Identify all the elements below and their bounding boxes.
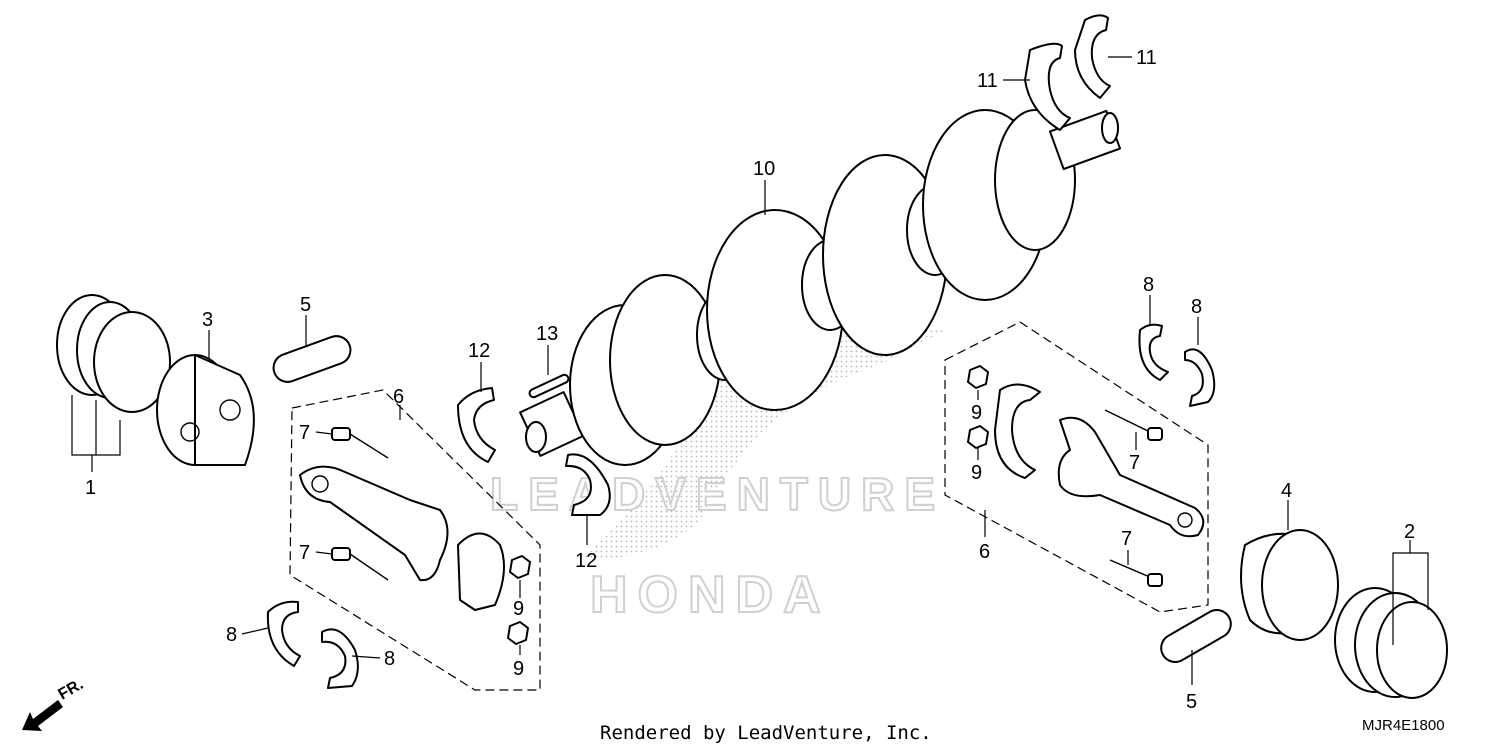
connecting-rod-6-left[interactable]: [299, 465, 505, 611]
callout-8-right-a: 8: [1143, 274, 1154, 296]
rod-bearing-8-right-b[interactable]: [1184, 348, 1216, 407]
piston-4[interactable]: [1240, 529, 1339, 641]
rod-bolt-7-left-lower[interactable]: [331, 547, 389, 581]
crank-bearing-12-upper[interactable]: [457, 387, 496, 463]
watermark-brand: HONDA: [590, 566, 831, 624]
callout-12-upper: 12: [468, 340, 490, 362]
main-bearing-11-left[interactable]: [1024, 42, 1071, 131]
callout-9-right-upper: 9: [971, 402, 982, 424]
callout-9-left-upper: 9: [513, 598, 524, 620]
callout-4: 4: [1281, 480, 1292, 502]
footer-credit: Rendered by LeadVenture, Inc.: [600, 722, 932, 744]
rod-bearing-8-left-a[interactable]: [266, 600, 301, 667]
connecting-rod-assembly-6-left-box: [289, 389, 541, 691]
connecting-rod-assembly-6-right-box: [944, 321, 1209, 613]
main-bearing-11-right[interactable]: [1074, 14, 1111, 99]
callout-13: 13: [536, 323, 558, 345]
rod-bolt-7-left-upper[interactable]: [331, 427, 389, 459]
callout-6-left: 6: [393, 386, 404, 408]
callout-8-right-b: 8: [1191, 296, 1202, 318]
rod-nut-9-right-upper[interactable]: [967, 365, 989, 389]
callout-10: 10: [753, 158, 775, 180]
piston-3[interactable]: [156, 354, 255, 466]
callout-7-right-lower: 7: [1121, 528, 1132, 550]
watermark-vendor: LEADVENTURE: [490, 468, 945, 520]
front-direction-label: FR.: [56, 676, 87, 704]
callout-9-left-lower: 9: [513, 658, 524, 680]
crankshaft-pin-13[interactable]: [528, 373, 570, 399]
rod-bearing-8-left-b[interactable]: [321, 628, 359, 689]
piston-ring-set-2[interactable]: [1334, 587, 1448, 699]
piston-ring-set-1[interactable]: [56, 294, 171, 413]
callout-9-right-lower: 9: [971, 462, 982, 484]
callout-11-right: 11: [1136, 47, 1157, 69]
crankshaft[interactable]: [519, 109, 1122, 466]
rod-nut-9-left-upper[interactable]: [509, 555, 531, 579]
callout-8-left-a: 8: [226, 624, 237, 646]
callout-11-left: 11: [977, 70, 998, 92]
rod-nut-9-left-lower[interactable]: [507, 621, 529, 645]
connecting-rod-6-right[interactable]: [1057, 416, 1205, 538]
callout-5-right: 5: [1186, 691, 1197, 713]
callout-8-left-b: 8: [384, 648, 395, 670]
callout-7-left-lower: 7: [299, 542, 310, 564]
callout-3: 3: [202, 309, 213, 331]
rod-bolt-7-right-upper[interactable]: [1104, 409, 1163, 441]
rod-bolt-7-right-lower[interactable]: [1109, 559, 1163, 587]
callout-6-right: 6: [979, 541, 990, 563]
callout-2: 2: [1404, 521, 1415, 543]
piston-pin-5-left[interactable]: [270, 332, 355, 386]
callout-1: 1: [85, 477, 96, 499]
crank-bearing-12-lower[interactable]: [565, 453, 611, 516]
piston-pin-5-right[interactable]: [1156, 605, 1236, 667]
callout-7-left-upper: 7: [299, 422, 310, 444]
callout-12-lower: 12: [575, 550, 597, 572]
diagram-code: MJR4E1800: [1362, 717, 1445, 734]
rod-bearing-8-right-a[interactable]: [1138, 323, 1169, 381]
callout-7-right-upper: 7: [1129, 452, 1140, 474]
callout-5-left: 5: [300, 294, 311, 316]
rod-nut-9-right-lower[interactable]: [967, 425, 989, 449]
rod-cap-right[interactable]: [994, 383, 1041, 479]
leader-lines: [71, 56, 1429, 685]
front-direction-arrow-icon: [22, 700, 63, 731]
